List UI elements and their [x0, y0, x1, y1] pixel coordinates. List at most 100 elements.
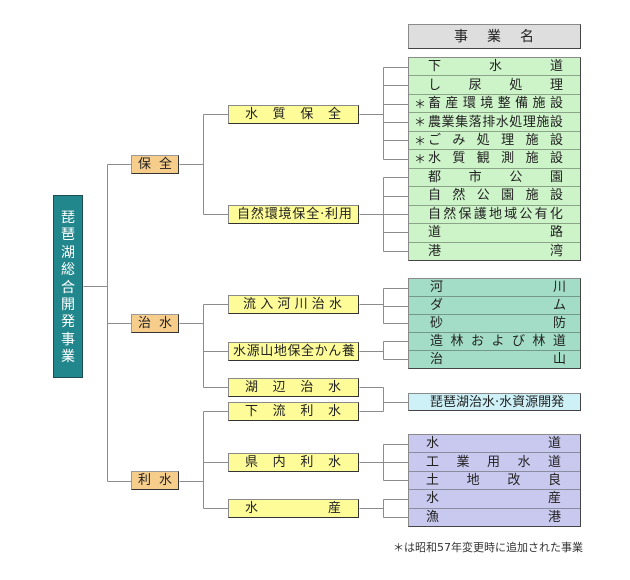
- project-name: 河川: [430, 281, 566, 294]
- glyph: 施: [536, 114, 550, 130]
- glyph: 都: [428, 169, 442, 185]
- category-label: 利水: [138, 474, 172, 487]
- glyph: 境: [480, 96, 494, 112]
- project-row: 漁港: [409, 507, 580, 526]
- glyph: 発: [61, 314, 75, 331]
- glyph: 河: [430, 280, 444, 295]
- glyph: 農: [428, 114, 442, 130]
- glyph: 水: [327, 404, 341, 419]
- glyph: か: [314, 344, 328, 359]
- glyph: ·: [320, 207, 325, 222]
- project-row: ＊ 畜産環境整備施設: [409, 93, 580, 112]
- glyph: 施: [525, 151, 539, 167]
- glyph: 地: [466, 473, 480, 489]
- joint-project: 琵琶湖治水·水資源開発: [408, 393, 581, 411]
- glyph: 環: [462, 96, 476, 112]
- project-name: ダム: [430, 299, 566, 312]
- category-conservation: 保全: [131, 155, 179, 174]
- glyph: 産: [327, 501, 341, 516]
- glyph: 産: [547, 491, 561, 507]
- glyph: 境: [278, 207, 292, 222]
- glyph: 琶: [61, 227, 75, 244]
- glyph: 水: [426, 491, 440, 507]
- glyph: 処: [476, 133, 490, 149]
- glyph: 園: [501, 188, 515, 204]
- project-name: 農業集落排水処理施設: [428, 116, 563, 129]
- glyph: 市: [468, 169, 482, 185]
- glyph: 全: [306, 207, 320, 222]
- glyph: 畜: [428, 96, 442, 112]
- glyph: 流: [243, 297, 257, 312]
- glyph: 観: [476, 151, 490, 167]
- glyph: 環: [264, 207, 278, 222]
- glyph: 川: [294, 297, 308, 312]
- glyph: 質: [452, 151, 466, 167]
- glyph: 保: [138, 157, 152, 172]
- glyph: 下: [428, 59, 442, 75]
- glyph: 水: [495, 114, 509, 130]
- glyph: 港: [547, 509, 561, 525]
- glyph: 測: [501, 151, 515, 167]
- glyph: 土: [426, 473, 440, 489]
- glyph: 良: [547, 473, 561, 489]
- glyph: 道: [547, 454, 561, 470]
- project-row: 下水道: [409, 58, 580, 75]
- glyph: 水: [158, 316, 172, 331]
- project-name: 自然保護地域公有化: [428, 208, 563, 221]
- project-row: 砂防: [409, 314, 580, 332]
- glyph: 設: [549, 151, 563, 167]
- glyph: 砂: [430, 316, 444, 331]
- glyph: 水: [428, 151, 442, 167]
- glyph: 設: [549, 114, 563, 130]
- program-natural-environment: 自然環境保全·利用: [228, 205, 359, 224]
- category-label: 治水: [138, 317, 172, 330]
- project-group-water-use: 水道 工業用水道 土地改良 水産 漁港: [408, 434, 581, 527]
- glyph: 利: [300, 455, 314, 470]
- program-label: 自然環境保全·利用: [237, 208, 352, 221]
- glyph: 集: [455, 114, 469, 130]
- glyph: 辺: [272, 380, 286, 395]
- project-name-header: 事業名: [408, 24, 581, 49]
- project-row: ダム: [409, 296, 580, 314]
- program-headwater-forest-conservation: 水源山地保全かん養: [228, 342, 359, 361]
- glyph: 処: [509, 114, 523, 130]
- glyph: 自: [237, 207, 251, 222]
- glyph: 用: [486, 454, 500, 470]
- project-name: 漁港: [426, 511, 561, 524]
- glyph: 合: [61, 279, 75, 296]
- glyph: 水: [517, 454, 531, 470]
- glyph: 処: [509, 77, 523, 93]
- glyph: 治: [138, 316, 152, 331]
- glyph: ム: [552, 298, 566, 313]
- glyph: 施: [525, 133, 539, 149]
- glyph: 湖: [61, 244, 75, 261]
- glyph: 水: [328, 297, 342, 312]
- glyph: ん: [328, 344, 342, 359]
- glyph: 下: [245, 404, 259, 419]
- glyph: 利: [138, 473, 152, 488]
- project-name: 土地改良: [426, 474, 561, 487]
- glyph: 保: [292, 207, 306, 222]
- glyph: 理: [501, 133, 515, 149]
- project-row: ＊ 農業集落排水処理施設: [409, 112, 580, 130]
- glyph: 治: [300, 380, 314, 395]
- glyph: 域: [504, 206, 518, 222]
- project-row: 水道: [409, 435, 580, 452]
- category-water-use: 利水: [131, 471, 179, 490]
- project-name: 港湾: [428, 245, 563, 258]
- glyph: 河: [277, 297, 291, 312]
- glyph: 水: [233, 344, 247, 359]
- project-name: 畜産環境整備施設: [428, 97, 563, 110]
- glyph: 水: [488, 59, 502, 75]
- project-name: 水道: [426, 437, 561, 450]
- glyph: 地: [488, 206, 502, 222]
- project-group-conservation: 下水道 し尿処理 ＊ 畜産環境整備施設 ＊ 農業集落排水処理施設 ＊ ごみ処理施…: [408, 57, 581, 261]
- glyph: 業: [487, 28, 501, 45]
- project-row: 造林および林道: [409, 332, 580, 350]
- glyph: 自: [428, 188, 442, 204]
- glyph: 湾: [549, 243, 563, 259]
- glyph: 保: [287, 344, 301, 359]
- glyph: 琵: [61, 210, 75, 226]
- glyph: 湖: [245, 380, 259, 395]
